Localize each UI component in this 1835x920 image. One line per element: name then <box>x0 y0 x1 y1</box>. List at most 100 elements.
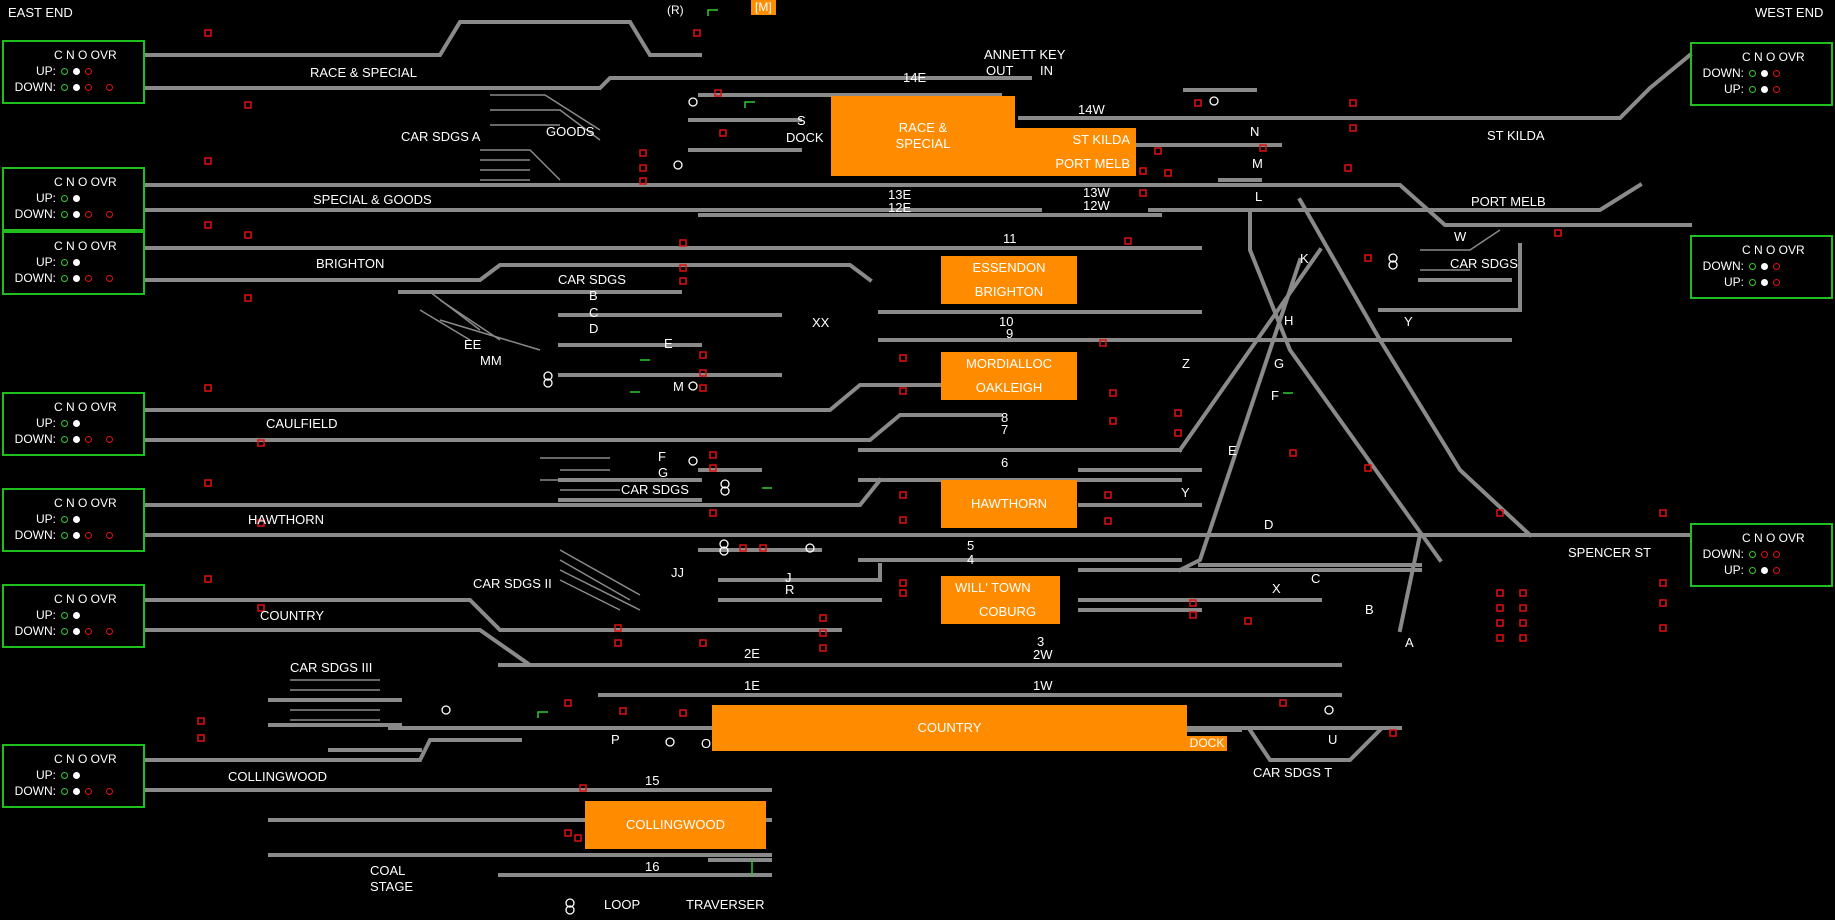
panel-caulfield[interactable]: C N O OVR UP: DOWN: <box>2 392 145 456</box>
annett-in-label[interactable]: IN <box>1040 63 1053 78</box>
up-c-indicator[interactable] <box>61 259 68 267</box>
line-collingwood: COLLINGWOOD <box>228 769 327 784</box>
down-o-indicator[interactable] <box>85 84 92 92</box>
road-14e: 14E <box>903 70 927 85</box>
down-ovr-indicator[interactable] <box>106 532 113 540</box>
platform-williamstown-coburg: WILL' TOWN COBURG <box>941 576 1060 624</box>
down-c-indicator[interactable] <box>61 628 68 636</box>
down-o-indicator[interactable] <box>85 436 92 444</box>
panel-port-melb[interactable]: C N O OVR DOWN: UP: <box>1690 235 1833 299</box>
down-ovr-indicator[interactable] <box>106 211 113 219</box>
down-n-indicator[interactable] <box>73 84 80 92</box>
down-o-indicator[interactable] <box>1773 263 1780 271</box>
up-n-indicator[interactable] <box>1761 279 1768 287</box>
down-c-indicator[interactable] <box>61 532 68 540</box>
platform-port-melb: PORT MELB <box>1055 156 1130 172</box>
up-n-indicator[interactable] <box>73 772 80 780</box>
route-r-button[interactable]: (R) <box>667 3 684 17</box>
down-o-indicator[interactable] <box>85 788 92 796</box>
platform-country: COUNTRY <box>712 705 1187 751</box>
up-label: UP: <box>35 512 56 526</box>
panel-collingwood[interactable]: C N O OVR UP: DOWN: <box>2 744 145 808</box>
up-c-indicator[interactable] <box>61 612 68 620</box>
road-9: 9 <box>1006 326 1014 341</box>
down-o-indicator[interactable] <box>85 628 92 636</box>
track-r: R <box>785 582 795 597</box>
down-n-indicator[interactable] <box>73 628 80 636</box>
panel-st-kilda[interactable]: C N O OVR DOWN: UP: <box>1690 42 1833 106</box>
panel-country[interactable]: C N O OVR UP: DOWN: <box>2 584 145 648</box>
track-jj: JJ <box>671 565 684 580</box>
up-n-indicator[interactable] <box>1761 86 1768 94</box>
down-ovr-indicator[interactable] <box>106 788 113 796</box>
up-c-indicator[interactable] <box>61 516 68 524</box>
up-n-indicator[interactable] <box>73 420 80 428</box>
up-n-indicator[interactable] <box>1761 567 1768 575</box>
down-o-indicator[interactable] <box>85 532 92 540</box>
up-c-indicator[interactable] <box>61 68 68 76</box>
track-f-west: F <box>1271 388 1279 403</box>
track-xx: XX <box>812 315 830 330</box>
down-n-indicator[interactable] <box>73 788 80 796</box>
down-c-indicator[interactable] <box>61 275 68 283</box>
route-m-button[interactable]: [M] <box>751 0 776 15</box>
down-ovr-indicator[interactable] <box>106 84 113 92</box>
down-c-indicator[interactable] <box>61 436 68 444</box>
track-c: C <box>589 305 599 320</box>
down-n-indicator[interactable] <box>1761 263 1768 271</box>
panel-brighton[interactable]: C N O OVR UP: DOWN: <box>2 231 145 295</box>
up-n-indicator[interactable] <box>73 516 80 524</box>
down-ovr-indicator[interactable] <box>1773 551 1780 559</box>
down-n-indicator[interactable] <box>73 532 80 540</box>
annett-out-label[interactable]: OUT <box>986 63 1014 78</box>
track-n: N <box>1250 124 1260 139</box>
down-o-indicator[interactable] <box>85 275 92 283</box>
up-n-indicator[interactable] <box>73 68 80 76</box>
road-13e: 13E <box>888 187 912 202</box>
down-n-indicator[interactable] <box>73 211 80 219</box>
panel-special-goods[interactable]: C N O OVR UP: DOWN: <box>2 167 145 231</box>
down-o-indicator[interactable] <box>85 211 92 219</box>
down-c-indicator[interactable] <box>1749 70 1756 78</box>
track-w: W <box>1454 229 1467 244</box>
up-o-indicator[interactable] <box>85 68 92 76</box>
down-c-indicator[interactable] <box>1749 551 1756 559</box>
down-ovr-indicator[interactable] <box>106 628 113 636</box>
down-c-indicator[interactable] <box>61 788 68 796</box>
panel-race[interactable]: C N O OVR UP: DOWN: <box>2 40 145 104</box>
panel-header: C N O OVR <box>54 48 117 62</box>
down-ovr-indicator[interactable] <box>106 275 113 283</box>
panel-spencer-st[interactable]: C N O OVR DOWN: UP: <box>1690 523 1833 587</box>
up-o-indicator[interactable] <box>1773 567 1780 575</box>
down-c-indicator[interactable] <box>61 84 68 92</box>
platform-williamstown: WILL' TOWN <box>955 580 1031 596</box>
up-c-indicator[interactable] <box>61 772 68 780</box>
road-4: 4 <box>967 552 975 567</box>
up-c-indicator[interactable] <box>1749 86 1756 94</box>
down-c-indicator[interactable] <box>1749 263 1756 271</box>
down-n-indicator[interactable] <box>1761 70 1768 78</box>
down-n-indicator[interactable] <box>73 436 80 444</box>
up-n-indicator[interactable] <box>73 259 80 267</box>
up-c-indicator[interactable] <box>1749 279 1756 287</box>
up-n-indicator[interactable] <box>73 612 80 620</box>
siding-car-sdgs-iii: CAR SDGS III <box>290 660 373 675</box>
down-o-indicator[interactable] <box>1773 70 1780 78</box>
road-1e: 1E <box>744 678 760 693</box>
up-o-indicator[interactable] <box>1773 279 1780 287</box>
up-o-indicator[interactable] <box>1773 86 1780 94</box>
up-n-indicator[interactable] <box>73 195 80 203</box>
track-l: L <box>1255 189 1263 204</box>
panel-hawthorn[interactable]: C N O OVR UP: DOWN: <box>2 488 145 552</box>
platform-oakleigh: OAKLEIGH <box>975 380 1043 396</box>
up-c-indicator[interactable] <box>61 420 68 428</box>
coal-stage-label-1: COAL <box>370 863 406 878</box>
down-o-indicator[interactable] <box>1761 551 1768 559</box>
track-b-west: B <box>1365 602 1374 617</box>
down-c-indicator[interactable] <box>61 211 68 219</box>
down-n-indicator[interactable] <box>73 275 80 283</box>
up-c-indicator[interactable] <box>61 195 68 203</box>
down-ovr-indicator[interactable] <box>106 436 113 444</box>
up-c-indicator[interactable] <box>1749 567 1756 575</box>
track-d: D <box>589 321 599 336</box>
